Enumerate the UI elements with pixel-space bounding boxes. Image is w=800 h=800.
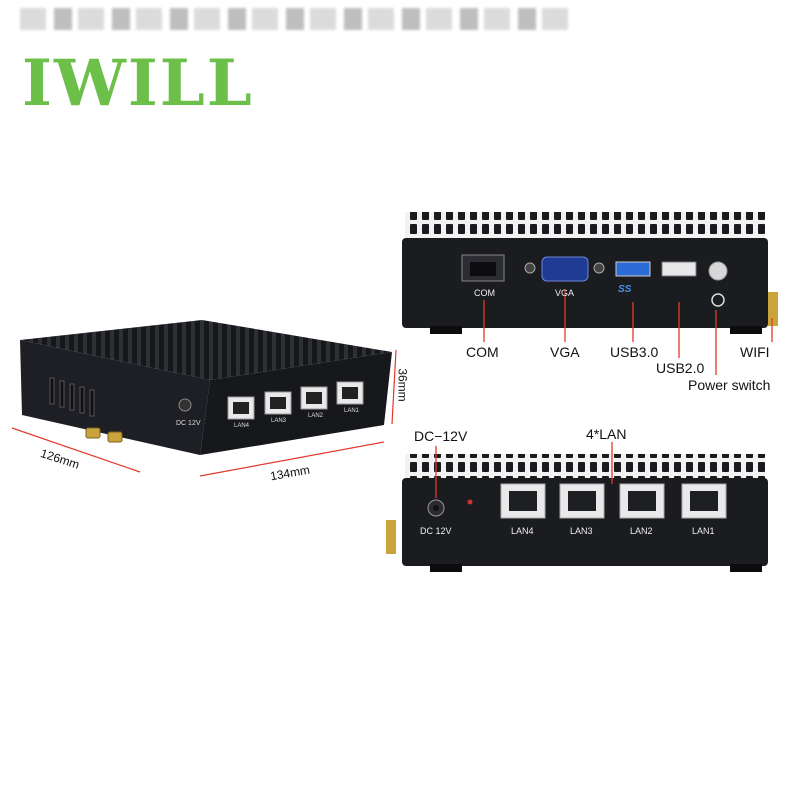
callout-com: COM [466, 344, 499, 360]
callout-usb2: USB2.0 [656, 360, 705, 376]
rear-vga-label: VGA [555, 288, 575, 298]
rear-callout-lines [483, 290, 773, 375]
dimension-lines [11, 349, 397, 477]
header-blur-strip [20, 8, 575, 30]
perspective-device [20, 320, 392, 455]
lan4-port-label: LAN4 [234, 423, 250, 429]
lan2-port-label: LAN2 [308, 413, 324, 419]
front-lan4-label: LAN4 [511, 526, 534, 536]
callout-power-switch: Power switch [688, 377, 771, 393]
callout-4lan: 4*LAN [586, 426, 627, 442]
front-lan1-label: LAN1 [692, 526, 715, 536]
rear-com-label: COM [474, 288, 495, 298]
front-lan3-label: LAN3 [570, 526, 593, 536]
dc-port-label: DC 12V [176, 420, 201, 427]
front-panel-device [386, 454, 768, 572]
front-dc-label: DC 12V [420, 526, 452, 536]
front-lan2-label: LAN2 [630, 526, 653, 536]
callout-vga: VGA [550, 344, 580, 360]
callout-usb3: USB3.0 [610, 344, 659, 360]
rear-panel-device [402, 212, 778, 334]
front-callout-lines [435, 442, 613, 498]
brand-logo: IWILL [22, 46, 254, 121]
callout-dc: DC−12V [414, 428, 468, 444]
ss-usb-icon: SS [618, 284, 632, 295]
callout-wifi: WIFI [740, 344, 770, 360]
lan1-port-label: LAN1 [344, 408, 360, 414]
lan3-port-label: LAN3 [271, 418, 287, 424]
height-label: 36mm [395, 368, 410, 402]
